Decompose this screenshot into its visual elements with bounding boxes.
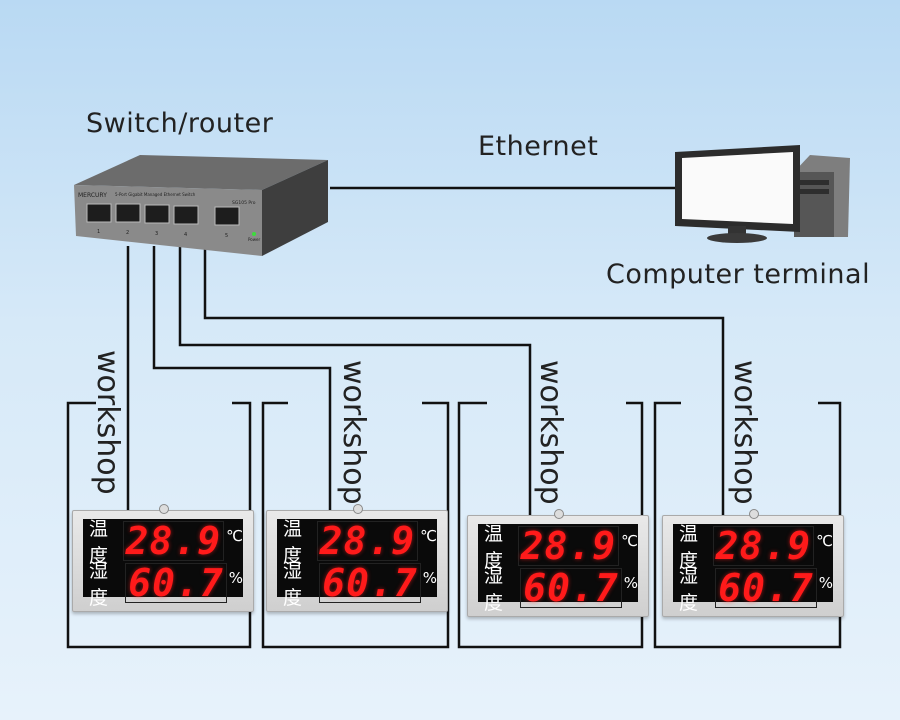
switch-router: MERCURY 5-Port Gigabit Managed Ethernet … xyxy=(74,155,328,256)
workshop-label-1: workshop xyxy=(90,350,125,495)
switch-port-4 xyxy=(173,205,199,225)
humidity-label: 湿度 xyxy=(679,565,700,614)
humidity-unit: % xyxy=(818,574,833,592)
switch-port-label-5: 5 xyxy=(225,233,228,239)
th-display-1: 温度 28.9 ℃ 湿度 60.7 % xyxy=(72,504,254,612)
humidity-label: 湿度 xyxy=(283,560,304,609)
switch-top xyxy=(74,155,328,190)
temperature-label: 温度 xyxy=(484,523,505,572)
monitor-neck xyxy=(728,226,746,234)
th-display-3: 温度 28.9 ℃ 湿度 60.7 % xyxy=(467,509,649,617)
computer-terminal xyxy=(675,145,850,243)
switch-port-3 xyxy=(144,204,170,224)
switch-subtitle: 5-Port Gigabit Managed Ethernet Switch xyxy=(115,192,196,197)
humidity-label: 湿度 xyxy=(484,565,505,614)
th-display-4: 温度 28.9 ℃ 湿度 60.7 % xyxy=(662,509,844,617)
workshop-enclosure-1 xyxy=(66,401,252,649)
monitor-screen xyxy=(682,152,793,224)
humidity-label: 湿度 xyxy=(89,560,110,609)
workshop-enclosure-4 xyxy=(653,401,842,649)
computer-terminal-label: Computer terminal xyxy=(606,259,871,290)
display-screen: 温度 28.9 ℃ 湿度 60.7 % xyxy=(83,518,243,609)
workshop-enclosures xyxy=(66,401,842,649)
humidity-unit: % xyxy=(623,574,638,592)
humidity-value: 60.7 xyxy=(319,563,421,603)
temperature-label: 温度 xyxy=(679,523,700,572)
display-screen: 温度 28.9 ℃ 湿度 60.7 % xyxy=(277,518,437,609)
pc-tower-drive-2 xyxy=(799,189,829,194)
temperature-value: 28.9 xyxy=(712,526,815,566)
temperature-label: 温度 xyxy=(283,518,304,567)
humidity-unit: % xyxy=(422,569,437,587)
cable-workshop-4 xyxy=(203,246,725,515)
cables xyxy=(126,186,725,515)
workshop-label-2: workshop xyxy=(336,360,371,505)
temperature-value: 28.9 xyxy=(517,526,620,566)
workshop-label-4: workshop xyxy=(727,360,762,505)
switch-port-2 xyxy=(115,203,141,223)
switch-port-label-3: 3 xyxy=(155,231,158,237)
hanging-ring-icon xyxy=(159,504,169,514)
switch-port-1 xyxy=(86,203,112,223)
ethernet-label: Ethernet xyxy=(478,131,599,162)
hanging-ring-icon xyxy=(554,509,564,519)
monitor-base xyxy=(707,233,767,243)
display-screen: 温度 28.9 ℃ 湿度 60.7 % xyxy=(478,523,638,614)
hanging-ring-icon xyxy=(353,504,363,514)
hanging-ring-icon xyxy=(749,509,759,519)
workshop-enclosure-3 xyxy=(457,401,644,649)
switch-model: SG105 Pro xyxy=(232,200,256,206)
switch-brand: MERCURY xyxy=(78,192,107,199)
temperature-unit: ℃ xyxy=(816,532,833,550)
workshop-label-3: workshop xyxy=(533,360,568,505)
workshop-enclosure-2 xyxy=(261,401,450,649)
switch-port-5 xyxy=(214,206,240,226)
temperature-unit: ℃ xyxy=(420,527,437,545)
temperature-unit: ℃ xyxy=(226,527,243,545)
switch-power-label: Power xyxy=(248,237,260,242)
temperature-value: 28.9 xyxy=(316,521,419,561)
humidity-value: 60.7 xyxy=(520,568,622,608)
switch-port-label-4: 4 xyxy=(184,232,187,238)
switch-side xyxy=(262,160,328,256)
switch-power-led xyxy=(252,232,256,236)
humidity-value: 60.7 xyxy=(715,568,817,608)
humidity-unit: % xyxy=(228,569,243,587)
temperature-label: 温度 xyxy=(89,518,110,567)
switch-port-label-1: 1 xyxy=(97,229,100,235)
th-display-2: 温度 28.9 ℃ 湿度 60.7 % xyxy=(266,504,448,612)
cable-workshop-2 xyxy=(152,246,332,510)
cable-workshop-3 xyxy=(178,246,532,515)
switch-ports xyxy=(86,203,240,226)
pc-tower-drive xyxy=(799,180,829,185)
display-screen: 温度 28.9 ℃ 湿度 60.7 % xyxy=(673,523,833,614)
temperature-value: 28.9 xyxy=(122,521,225,561)
temperature-unit: ℃ xyxy=(621,532,638,550)
switch-router-label: Switch/router xyxy=(86,108,274,139)
humidity-value: 60.7 xyxy=(125,563,227,603)
switch-port-label-2: 2 xyxy=(126,230,129,236)
